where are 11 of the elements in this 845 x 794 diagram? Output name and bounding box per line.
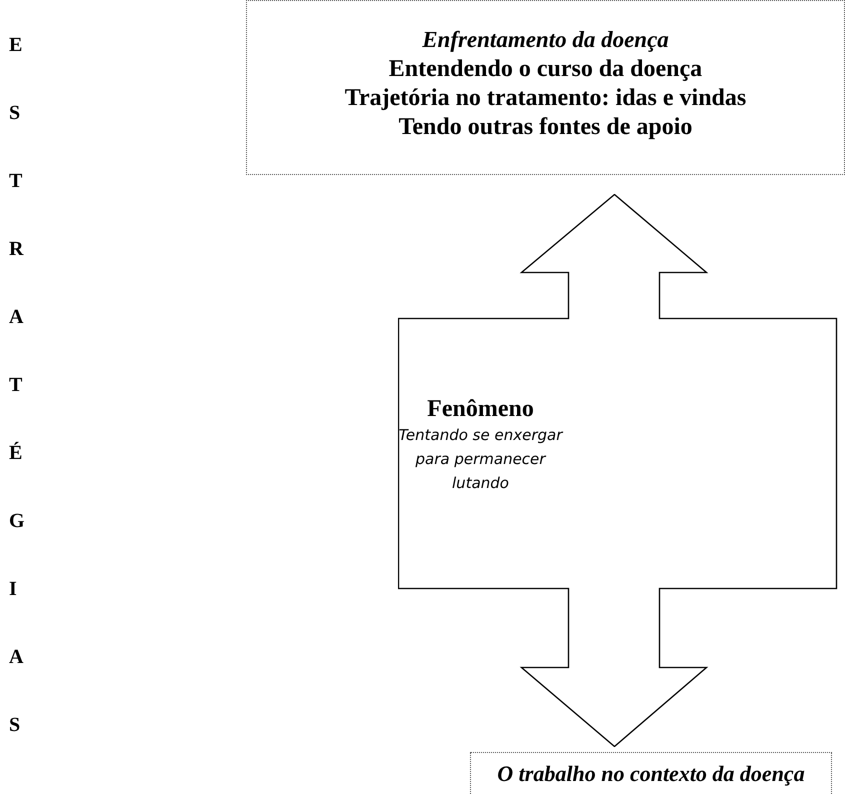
heading-text: O trabalho no contexto da doença bbox=[496, 761, 806, 787]
double-arrow-shape bbox=[398, 194, 838, 747]
body-text: Tendo outras fontes de apoio bbox=[398, 113, 694, 142]
body-text: Trajetória no tratamento: idas e vindas bbox=[344, 84, 748, 113]
heading-text: Fenômeno bbox=[426, 396, 535, 423]
dotted-text-box bbox=[470, 752, 832, 794]
vertical-text: ESTRATÉGIAS bbox=[9, 33, 26, 738]
body-text: Entendendo o curso da doença bbox=[388, 55, 704, 84]
body-text: Tentando se enxergar para permanecer lutando bbox=[398, 425, 563, 494]
heading-text: Enfrentamento da doença bbox=[421, 26, 670, 54]
dotted-text-box bbox=[246, 0, 845, 175]
